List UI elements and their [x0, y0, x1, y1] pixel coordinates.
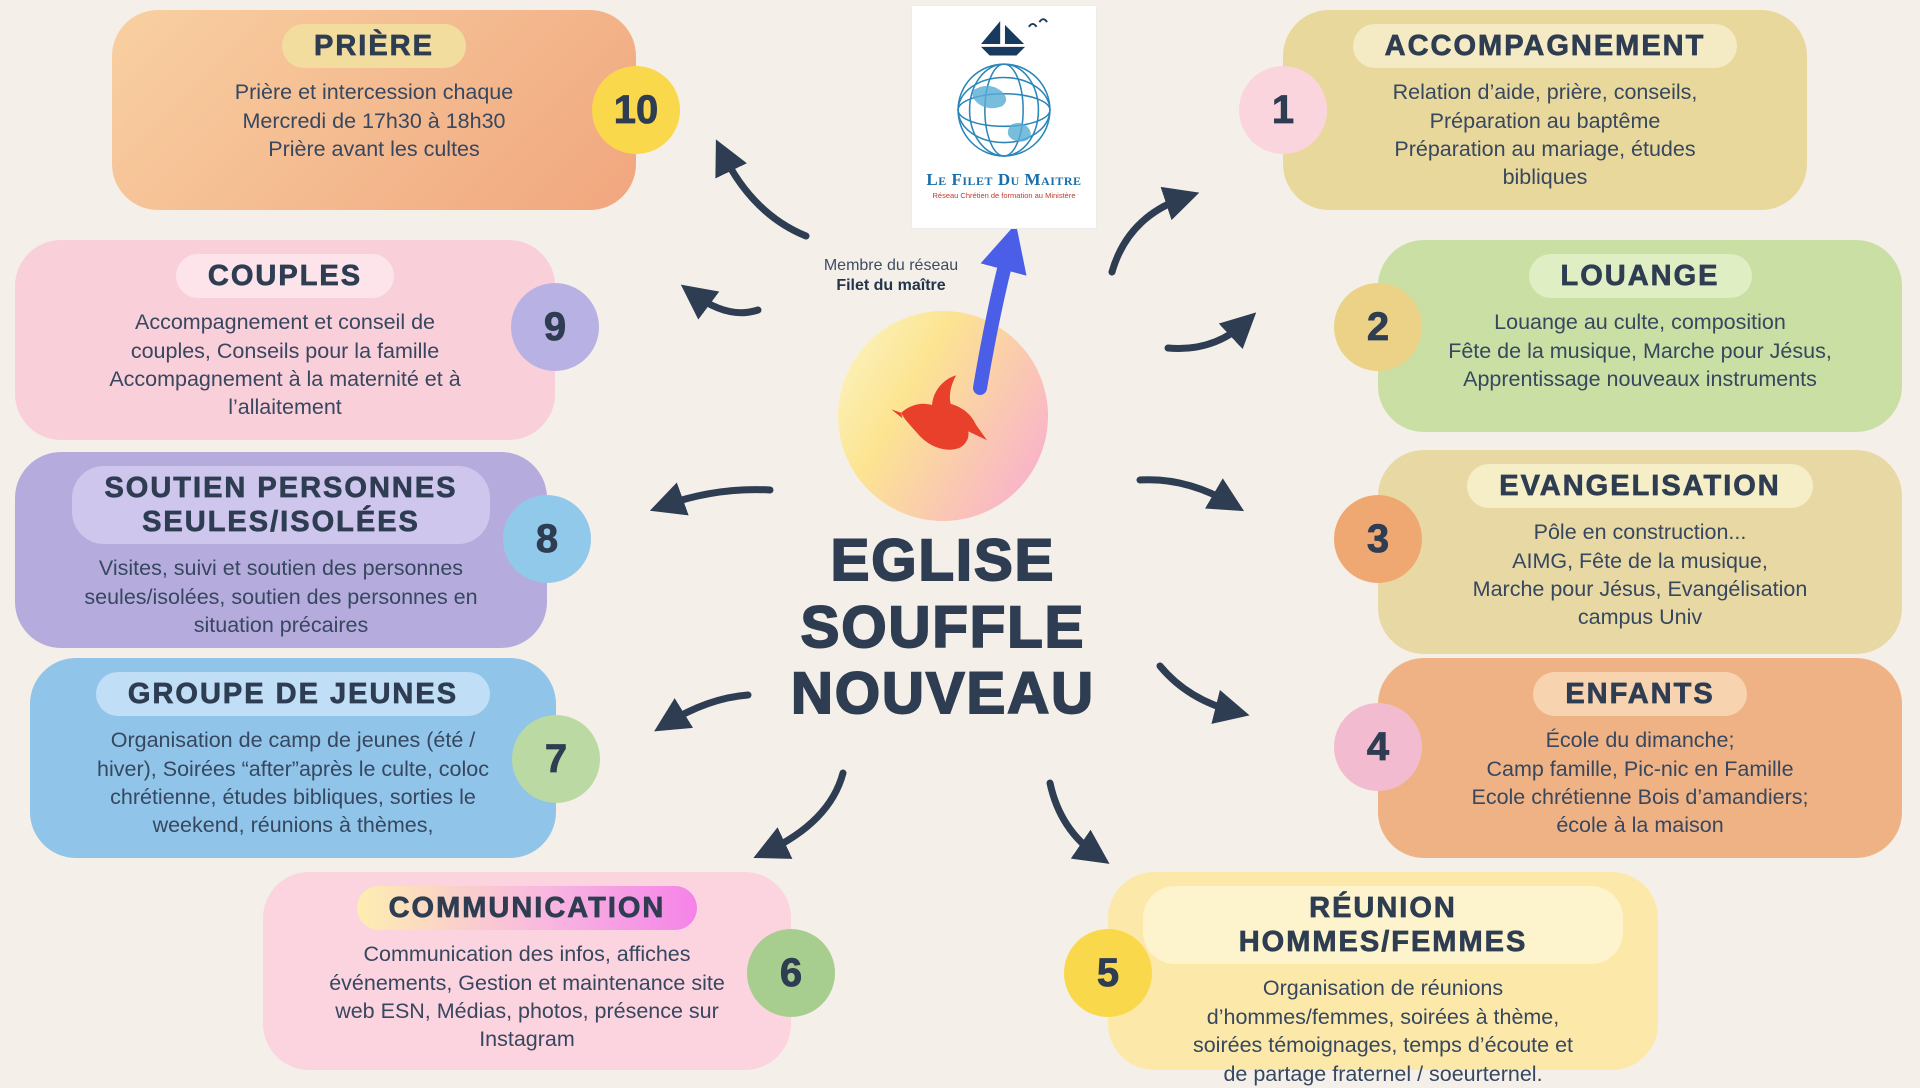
- card-title: ENFANTS: [1565, 678, 1715, 711]
- card-number-badge: 9: [511, 283, 599, 371]
- card-number-badge: 3: [1334, 495, 1422, 583]
- card-title-pill: COUPLES: [175, 254, 395, 299]
- logo-subtitle: Réseau Chrétien de formation au Ministèr…: [932, 191, 1076, 200]
- card-reunion-hommes-femmes: 5 RÉUNION HOMMES/FEMMES Organisation de …: [1064, 872, 1658, 1086]
- globe-continent: [972, 85, 1007, 109]
- card-body: Organisation de réunions d’hommes/femmes…: [1192, 976, 1574, 1086]
- card-title: LOUANGE: [1560, 260, 1720, 293]
- card-body: École du dimanche; Camp famille, Pic-nic…: [1471, 728, 1809, 838]
- card-body: Accompagnement et conseil de couples, Co…: [109, 310, 461, 420]
- church-name-line2: SOUFFLE: [800, 594, 1086, 661]
- card-number-badge: 2: [1334, 283, 1422, 371]
- church-name-line1: EGLISE: [830, 527, 1056, 594]
- card-body: Communication des infos, affiches événem…: [329, 942, 725, 1052]
- card-title: COUPLES: [207, 260, 363, 293]
- card-title-pill: SOUTIEN PERSONNES SEULES/ISOLÉES: [72, 466, 490, 545]
- arrow-to-louange: [1164, 312, 1257, 352]
- card-groupe-de-jeunes: 7 GROUPE DE JEUNES Organisation de camp …: [30, 658, 600, 858]
- card-number-badge: 6: [747, 929, 835, 1017]
- card-title-pill: RÉUNION HOMMES/FEMMES: [1142, 886, 1624, 965]
- boat-sail-right-icon: [1004, 24, 1025, 45]
- boat-hull-icon: [981, 46, 1026, 56]
- card-title-pill: EVANGELISATION: [1467, 464, 1813, 509]
- card-number-badge: 4: [1334, 703, 1422, 791]
- birds-icon: [1028, 18, 1048, 28]
- arrow-to-reunion: [1046, 779, 1110, 864]
- card-number-badge: 8: [503, 495, 591, 583]
- card-louange: 2 LOUANGE Louange au culte, composition …: [1334, 240, 1902, 432]
- arrow-to-priere: [715, 139, 810, 240]
- card-accompagnement: 1 ACCOMPAGNEMENT Relation d’aide, prière…: [1239, 10, 1807, 210]
- card-title-pill: GROUPE DE JEUNES: [95, 672, 491, 717]
- boat-sail-left-icon: [981, 21, 1001, 45]
- arrow-to-enfants: [1156, 662, 1250, 724]
- card-enfants: 4 ENFANTS École du dimanche; Camp famill…: [1334, 658, 1902, 858]
- card-body: Visites, suivi et soutien des personnes …: [84, 556, 478, 638]
- card-title-pill: PRIÈRE: [282, 24, 466, 69]
- arrow-to-couples: [680, 284, 762, 320]
- card-title: SOUTIEN PERSONNES SEULES/ISOLÉES: [104, 472, 458, 539]
- card-body: Relation d’aide, prière, conseils, Prépa…: [1392, 80, 1698, 190]
- card-body: Pôle en construction... AIMG, Fête de la…: [1472, 520, 1808, 630]
- card-title: PRIÈRE: [314, 30, 434, 63]
- card-title: GROUPE DE JEUNES: [127, 678, 459, 711]
- filet-du-maitre-logo: Le Filet Du Maitre Réseau Chrétien de fo…: [912, 6, 1096, 228]
- membership-line1: Membre du réseau: [823, 257, 959, 274]
- arrow-to-jeunes: [654, 691, 752, 732]
- dove-icon: [891, 375, 987, 450]
- arrow-to-communication: [753, 769, 847, 859]
- card-body: Prière et intercession chaque Mercredi d…: [234, 80, 514, 161]
- card-title-pill: COMMUNICATION: [356, 886, 698, 931]
- arrow-to-accompagnement: [1108, 186, 1200, 276]
- card-title-pill: ACCOMPAGNEMENT: [1352, 24, 1738, 69]
- card-number-badge: 5: [1064, 929, 1152, 1017]
- logo-title: Le Filet Du Maitre: [926, 170, 1082, 189]
- church-logo-circle: [838, 311, 1048, 521]
- globe-continent: [1007, 122, 1031, 142]
- church-name: EGLISE SOUFFLE NOUVEAU: [743, 527, 1143, 728]
- membership-line2: Filet du maître: [836, 277, 946, 294]
- arrow-to-evangelisation: [1136, 476, 1245, 512]
- card-title: RÉUNION HOMMES/FEMMES: [1238, 892, 1528, 959]
- card-body: Organisation de camp de jeunes (été / hi…: [97, 728, 489, 838]
- logo-globe-boat-art: [957, 18, 1051, 157]
- card-evangelisation: 3 EVANGELISATION Pôle en construction...…: [1334, 450, 1902, 654]
- card-number-badge: 1: [1239, 66, 1327, 154]
- card-title-pill: LOUANGE: [1528, 254, 1752, 299]
- card-soutien-personnes-seules: 8 SOUTIEN PERSONNES SEULES/ISOLÉES Visit…: [15, 452, 591, 648]
- card-title: COMMUNICATION: [388, 892, 666, 925]
- card-communication: 6 COMMUNICATION Communication des infos,…: [263, 872, 835, 1070]
- globe-parallel: [957, 76, 1051, 144]
- network-membership-label: Membre du réseau Filet du maître: [793, 256, 989, 296]
- card-title-pill: ENFANTS: [1533, 672, 1747, 717]
- card-number-badge: 7: [512, 715, 600, 803]
- globe-meridian: [968, 63, 1040, 157]
- card-title: ACCOMPAGNEMENT: [1384, 30, 1706, 63]
- card-body: Louange au culte, composition Fête de la…: [1448, 310, 1832, 391]
- church-name-line3: NOUVEAU: [790, 660, 1096, 727]
- card-couples: 9 COUPLES Accompagnement et conseil de c…: [15, 240, 599, 440]
- card-number-badge: 10: [592, 66, 680, 154]
- card-priere: 10 PRIÈRE Prière et intercession chaque …: [112, 10, 680, 210]
- arrow-to-soutien: [649, 482, 774, 516]
- card-title: EVANGELISATION: [1499, 470, 1781, 503]
